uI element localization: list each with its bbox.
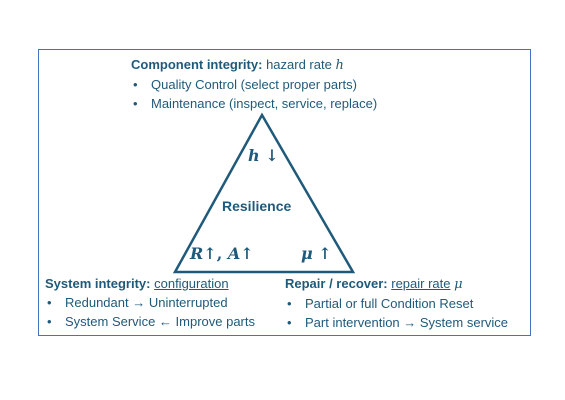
repair-rate-symbol: μ	[454, 277, 463, 292]
list-item: Partial or full Condition Reset	[285, 294, 508, 313]
list-item: Part intervention → System service	[285, 313, 508, 332]
list-item: Quality Control (select proper parts)	[131, 75, 377, 94]
list-item: System Service ← Improve parts	[45, 312, 255, 331]
right-vertex-label: μ ↑	[301, 244, 332, 263]
system-integrity-subtitle: configuration	[154, 276, 229, 291]
repair-recover-subtitle: repair rate	[391, 276, 451, 291]
repair-recover-heading: Repair / recover:	[285, 276, 388, 291]
left-arrow-r: ↑,	[203, 244, 223, 263]
system-integrity-title: System integrity: configuration	[45, 274, 255, 293]
diagram-frame	[38, 49, 531, 336]
repair-recover-list: Partial or full Condition Reset Part int…	[285, 294, 508, 332]
system-integrity-heading: System integrity:	[45, 276, 151, 291]
top-var: h	[248, 146, 260, 165]
left-arrow-a: ↑	[240, 244, 254, 263]
repair-recover-block: Repair / recover: repair rate μ Partial …	[285, 274, 508, 332]
system-integrity-block: System integrity: configuration Redundan…	[45, 274, 255, 331]
right-arrow: ↑	[318, 244, 332, 263]
component-integrity-list: Quality Control (select proper parts) Ma…	[131, 75, 377, 113]
center-label-resilience: Resilience	[222, 198, 292, 214]
repair-recover-title: Repair / recover: repair rate μ	[285, 274, 508, 294]
list-item: Redundant → Uninterrupted	[45, 293, 255, 312]
top-arrow: ↓	[265, 146, 279, 165]
system-integrity-list: Redundant → Uninterrupted System Service…	[45, 293, 255, 331]
left-var-a: A	[227, 244, 241, 263]
right-var: μ	[301, 244, 313, 263]
component-integrity-title: Component integrity: hazard rate h	[131, 55, 377, 75]
list-item: Maintenance (inspect, service, replace)	[131, 94, 377, 113]
left-var-r: R	[190, 244, 204, 263]
component-integrity-heading: Component integrity:	[131, 57, 263, 72]
component-integrity-block: Component integrity: hazard rate h Quali…	[131, 55, 377, 113]
left-vertex-label: R↑, A↑	[190, 244, 254, 263]
component-integrity-subtitle: hazard rate	[266, 57, 332, 72]
top-vertex-label: h ↓	[248, 146, 279, 165]
hazard-rate-symbol: h	[335, 58, 344, 73]
